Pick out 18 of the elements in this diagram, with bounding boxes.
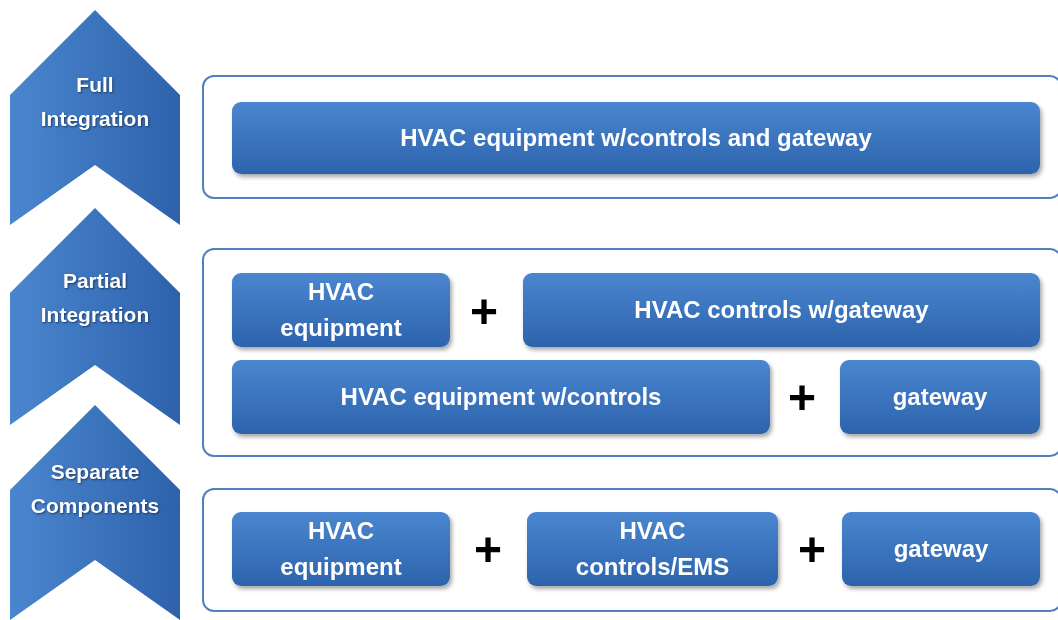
component-box: HVAC controls/EMS	[527, 512, 778, 586]
plus-sign: +	[798, 526, 827, 574]
group-panel	[202, 75, 1058, 199]
component-box: HVAC equipment	[232, 512, 450, 586]
group-panel	[202, 248, 1058, 457]
plus-sign: +	[474, 526, 503, 574]
stage-label: Partial Integration	[39, 268, 151, 328]
plus-sign: +	[788, 374, 817, 422]
component-box: gateway	[840, 360, 1040, 434]
group-panel	[202, 488, 1058, 612]
stage-label: Full Integration	[39, 72, 151, 132]
component-box: gateway	[842, 512, 1040, 586]
component-box: HVAC equipment w/controls	[232, 360, 770, 434]
component-box: HVAC equipment w/controls and gateway	[232, 102, 1040, 174]
component-box: HVAC controls w/gateway	[523, 273, 1040, 347]
stage-label: Separate Components	[29, 459, 161, 519]
plus-sign: +	[470, 288, 499, 336]
component-box: HVAC equipment	[232, 273, 450, 347]
